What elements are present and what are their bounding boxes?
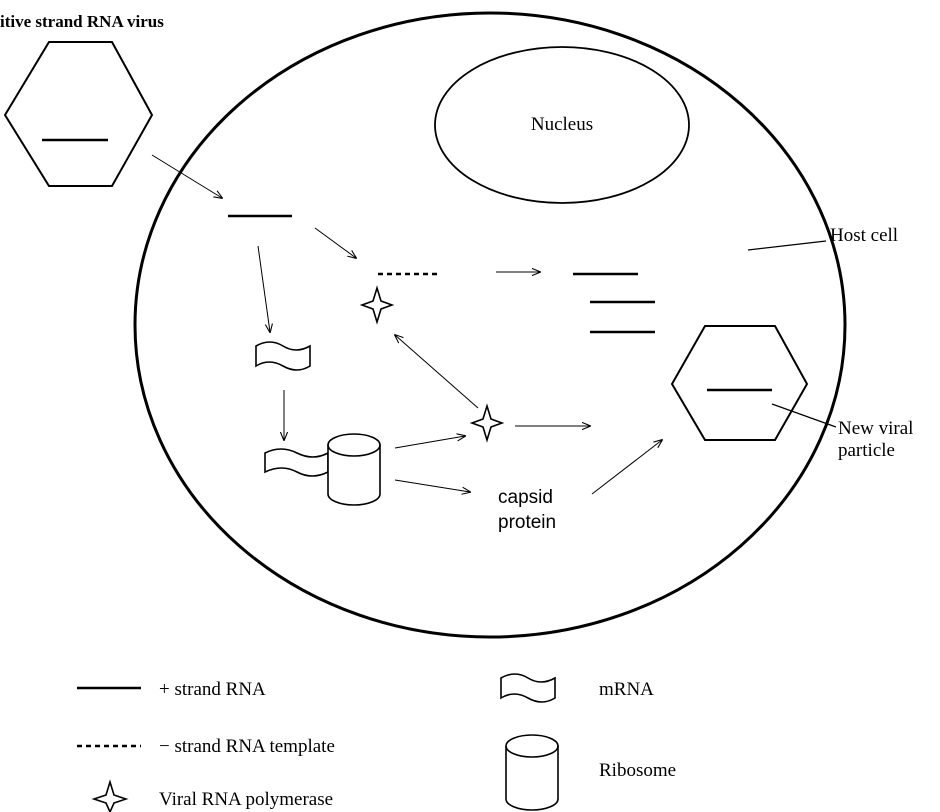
new-viral-particle-label: New viral bbox=[838, 418, 913, 439]
diagram-title: itive strand RNA virus bbox=[0, 12, 164, 31]
host-cell-pointer bbox=[747, 240, 827, 251]
legend-polymerase-icon bbox=[91, 779, 129, 812]
incoming-virus-particle bbox=[3, 41, 154, 187]
mrna-strand bbox=[255, 341, 311, 371]
legend-ribosome-icon bbox=[505, 734, 559, 811]
arrow bbox=[314, 227, 356, 258]
arrow bbox=[257, 245, 270, 332]
legend-mrna-label: mRNA bbox=[599, 679, 654, 700]
host-cell-label: Host cell bbox=[830, 225, 898, 246]
legend-ribosome-label: Ribosome bbox=[599, 760, 676, 781]
new-viral-particle-label: particle bbox=[838, 440, 895, 461]
legend-polymerase-label: Viral RNA polymerase bbox=[159, 789, 333, 810]
capsid-protein-label: capsid bbox=[498, 487, 553, 508]
new-viral-particle-pointer bbox=[771, 403, 837, 428]
nucleus-label: Nucleus bbox=[531, 114, 593, 135]
arrow bbox=[394, 479, 470, 492]
arrow bbox=[591, 440, 662, 495]
legend: + strand RNA − strand RNA template Viral… bbox=[77, 673, 676, 812]
ribosome-translating-mrna bbox=[264, 433, 381, 506]
arrow bbox=[395, 335, 479, 409]
new-viral-particle bbox=[670, 325, 809, 441]
legend-mrna-icon bbox=[500, 673, 556, 703]
arrow bbox=[151, 154, 222, 198]
viral-rna-polymerase-icon bbox=[469, 403, 505, 443]
arrow bbox=[394, 436, 465, 449]
legend-minus-strand-label: − strand RNA template bbox=[159, 736, 335, 757]
new-plus-strand-rnas bbox=[573, 272, 655, 334]
pathway-arrows bbox=[151, 154, 662, 495]
legend-plus-strand-label: + strand RNA bbox=[159, 679, 266, 700]
capsid-protein-label: protein bbox=[498, 512, 556, 533]
host-cell-membrane bbox=[133, 11, 847, 639]
nucleus bbox=[434, 46, 690, 204]
viral-rna-polymerase-icon bbox=[359, 285, 395, 325]
